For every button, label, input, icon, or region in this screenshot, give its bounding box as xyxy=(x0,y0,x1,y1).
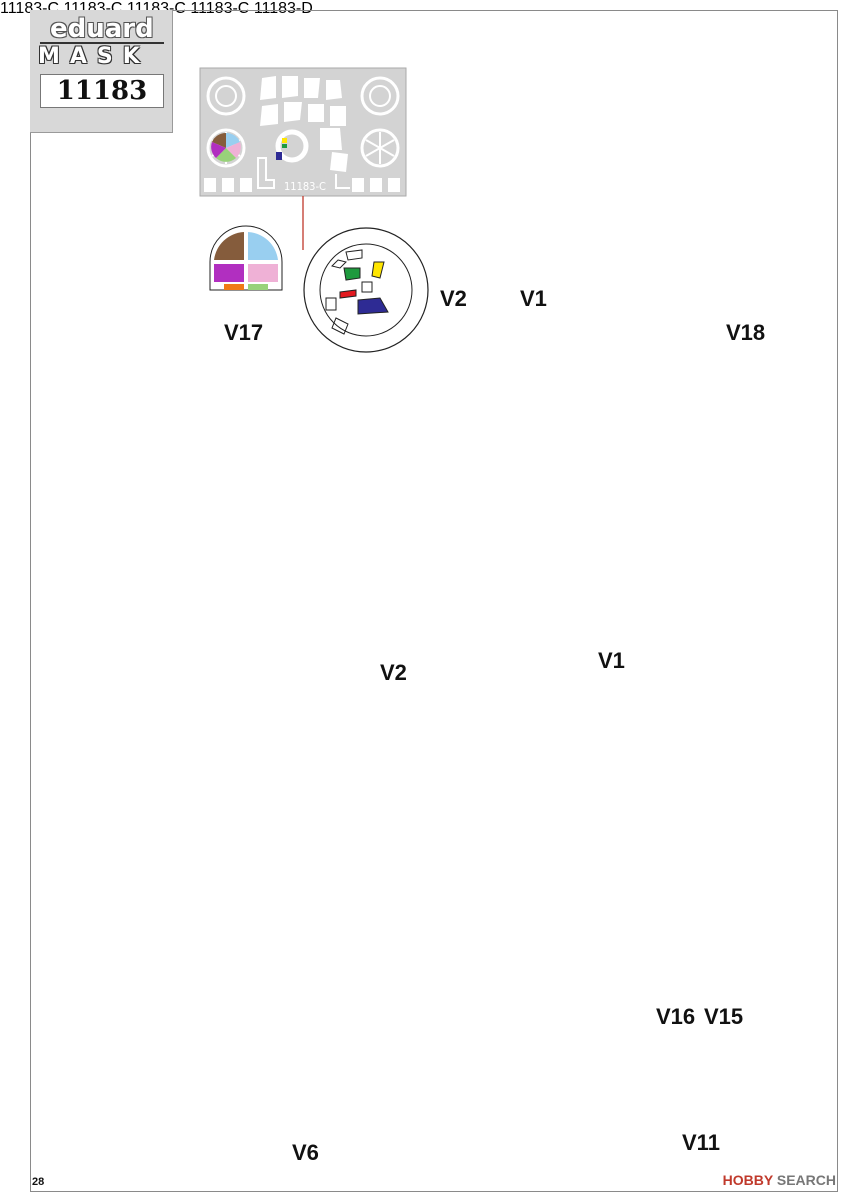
mask-sheet-c-top-left: 11183-C xyxy=(200,68,406,196)
lead-line: 11183-C xyxy=(32,0,836,1188)
label-v1-top: V1 xyxy=(520,286,547,311)
label-v6: V6 xyxy=(292,1140,319,1165)
sheet-code: 11183-C xyxy=(190,0,250,17)
mask-sheet-d: 11183-D xyxy=(254,0,313,17)
label-v2-top: V2 xyxy=(440,286,467,311)
label-v16: V16 xyxy=(656,1004,696,1029)
product-code: 11183 xyxy=(40,74,164,108)
v2-window-ring-top xyxy=(303,227,429,353)
brand-logo-block xyxy=(30,10,173,133)
label-v18: V18 xyxy=(726,320,766,345)
lead-line: 11183-C 11183-C xyxy=(32,0,836,1188)
lead-line: 11183-D V17 V2 V1 V18 V2 V1 V6 V16 V15 V… xyxy=(32,0,836,1188)
label-v17: V17 xyxy=(224,320,264,345)
product-name: MASK xyxy=(38,44,150,69)
watermark-text: SEARCH xyxy=(776,1172,836,1188)
label-v11: V11 xyxy=(682,1130,720,1155)
page-number: 28 xyxy=(32,1176,45,1188)
sheet-code: 11183-C xyxy=(284,180,326,193)
label-v1-middle: V1 xyxy=(598,648,625,673)
brand-divider xyxy=(40,42,164,44)
label-v15: V15 xyxy=(704,1004,744,1029)
v17-dome-mask xyxy=(209,225,283,291)
sheet-code: 11183-D xyxy=(253,0,313,17)
mask-sheet-c-bottom-left: 11183-C xyxy=(190,0,253,17)
page-frame xyxy=(30,10,838,1192)
watermark-logo: HOBBY xyxy=(722,1172,773,1188)
brand-name: eduard xyxy=(50,14,154,44)
label-v2-middle: V2 xyxy=(380,660,407,685)
watermark: HOBBY SEARCH xyxy=(723,1172,836,1188)
